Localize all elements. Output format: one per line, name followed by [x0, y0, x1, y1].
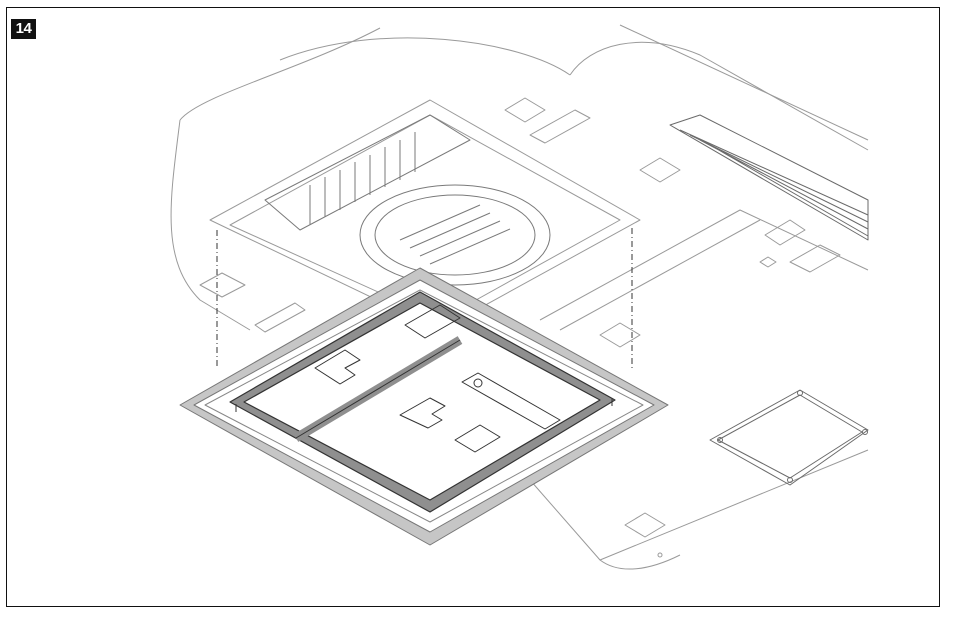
access-cover-plate	[709, 389, 869, 486]
step-number-badge: 14	[11, 19, 36, 39]
housing-tabs	[199, 97, 841, 558]
inner-fan-grille	[264, 114, 551, 286]
alignment-guide-lines	[216, 228, 633, 368]
side-vent-grille	[669, 114, 869, 241]
frame-inner-details	[235, 304, 613, 453]
device-housing-outline	[170, 24, 869, 570]
